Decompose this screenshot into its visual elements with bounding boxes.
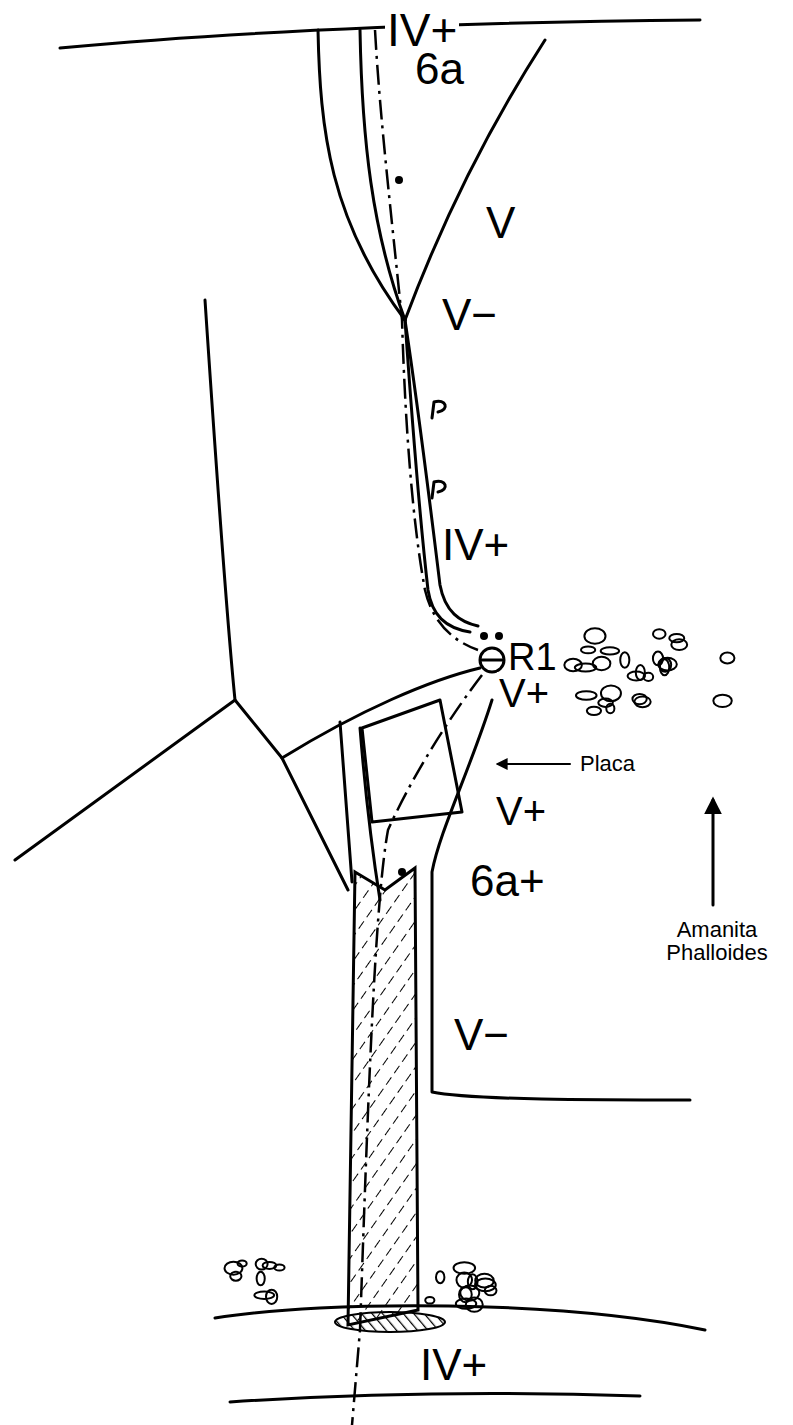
- rock: [620, 652, 629, 667]
- rock: [669, 634, 684, 642]
- belay-symbol: [482, 659, 502, 662]
- route-arrow: [712, 800, 715, 905]
- bolt-dot: [495, 632, 503, 640]
- rock: [581, 646, 595, 653]
- wall-edge: [15, 300, 235, 860]
- grade-label: 6a: [413, 46, 466, 92]
- grade-label: V: [484, 200, 517, 246]
- crack-line: [405, 320, 470, 632]
- ground-line: [215, 1306, 705, 1330]
- rock: [671, 639, 687, 650]
- rock: [564, 659, 582, 671]
- rock: [454, 1262, 476, 1274]
- rock: [601, 647, 619, 654]
- bolt-dot: [480, 632, 488, 640]
- rock: [466, 1297, 483, 1311]
- rock: [254, 1292, 274, 1299]
- bolt-dot: [398, 868, 406, 876]
- rock: [713, 695, 731, 707]
- base-hatch: [335, 1312, 445, 1332]
- rock: [436, 1271, 444, 1283]
- rock: [230, 1272, 241, 1281]
- crack-line: [432, 700, 690, 1100]
- crack-line: [405, 320, 478, 626]
- rock: [606, 704, 614, 714]
- rock-edge: [60, 20, 700, 48]
- rock: [593, 657, 611, 670]
- grade-label: V−: [440, 292, 499, 338]
- rock: [576, 691, 597, 700]
- rock: [263, 1262, 277, 1269]
- route-line: [352, 30, 482, 1425]
- bolt-symbol: [432, 401, 445, 418]
- crack-line: [318, 30, 405, 320]
- grade-label: IV+: [418, 1342, 489, 1388]
- rock: [475, 1274, 494, 1288]
- feature-label: Placa: [578, 752, 637, 775]
- rock: [601, 685, 621, 701]
- route-name: Amanita Phalloides: [650, 918, 784, 964]
- rock: [584, 628, 605, 644]
- flake-edge: [282, 668, 480, 890]
- ground-line: [230, 1394, 640, 1402]
- rock: [257, 1272, 265, 1286]
- rock: [628, 672, 645, 681]
- grade-label: V+: [494, 790, 548, 832]
- rock: [587, 707, 601, 715]
- crack-line: [360, 728, 380, 900]
- rock: [425, 1297, 434, 1304]
- boulders: [225, 628, 735, 1312]
- bolt-dot: [395, 176, 403, 184]
- pillar: [348, 868, 418, 1325]
- wall-edge: [235, 700, 282, 758]
- rock: [660, 659, 669, 675]
- slab-outline: [362, 700, 462, 822]
- flake-edge: [340, 722, 352, 882]
- belay-symbol: [480, 648, 504, 672]
- rock: [720, 653, 734, 664]
- pointer-arrow: [498, 763, 570, 765]
- rock: [634, 696, 650, 707]
- rock: [238, 1260, 247, 1266]
- grade-label: V+: [497, 672, 551, 714]
- bolt-symbol: [432, 481, 445, 498]
- grade-label: 6a+: [468, 858, 547, 904]
- grade-label: IV+: [440, 522, 511, 568]
- rock: [653, 629, 666, 639]
- dihedral-line: [405, 40, 545, 320]
- grade-label: V−: [452, 1012, 511, 1058]
